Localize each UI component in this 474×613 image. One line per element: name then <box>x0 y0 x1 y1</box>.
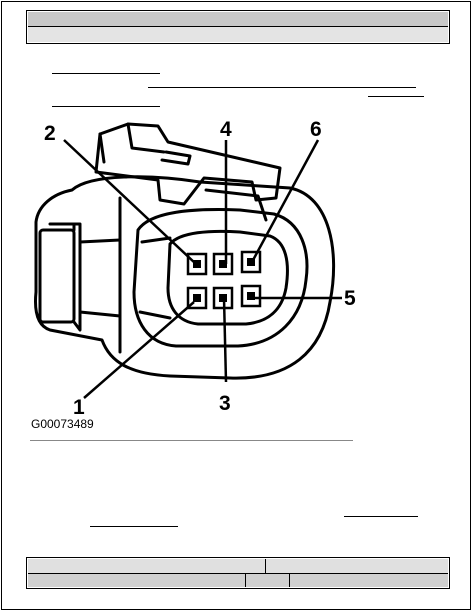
pin-label-1: 1 <box>73 396 85 419</box>
footer-divider <box>265 559 266 573</box>
leader-line-6 <box>250 139 320 263</box>
link-underline[interactable] <box>90 526 178 527</box>
leader-line-2 <box>63 139 197 265</box>
figure-caption: G00073489 <box>31 417 94 431</box>
pin-label-4: 4 <box>220 118 232 141</box>
footer-row-top <box>28 559 448 574</box>
pin-label-6: 6 <box>310 118 322 141</box>
pin-label-5: 5 <box>344 287 356 310</box>
section-divider <box>30 440 353 441</box>
header-subtitle-bar <box>28 27 448 42</box>
pin-label-3: 3 <box>219 392 231 415</box>
leader-line-1 <box>83 301 195 399</box>
connector-diagram: 2 4 6 5 3 1 <box>30 112 370 422</box>
header-title-bar <box>28 12 448 27</box>
footer-row-bottom <box>28 574 448 587</box>
page-footer <box>26 557 450 589</box>
link-underline[interactable] <box>344 516 418 517</box>
pin-label-2: 2 <box>44 122 56 145</box>
leader-line-3 <box>222 297 228 383</box>
footer-divider <box>289 574 290 587</box>
link-underline[interactable] <box>148 87 416 88</box>
link-underline[interactable] <box>52 106 160 107</box>
page-header <box>26 10 450 44</box>
footer-divider <box>245 574 246 587</box>
link-underline[interactable] <box>368 96 424 97</box>
connector-illustration: 2 4 6 5 3 1 <box>34 118 356 419</box>
link-underline[interactable] <box>52 73 160 74</box>
